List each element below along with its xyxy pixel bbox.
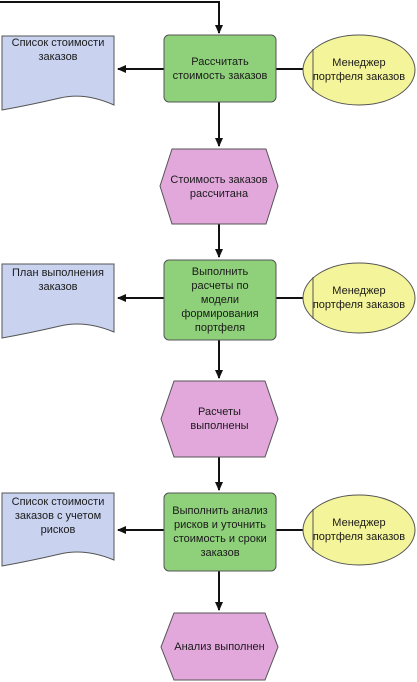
role-ellipse-1 xyxy=(302,34,416,106)
event-hexagon-1 xyxy=(159,148,279,225)
document-shape-2 xyxy=(1,263,115,339)
function-box-2 xyxy=(163,259,277,341)
incoming-connector xyxy=(0,1,223,34)
role-ellipse-3 xyxy=(302,494,416,566)
role-ellipse-2 xyxy=(302,262,416,334)
document-shape-1 xyxy=(1,35,115,111)
document-shape-3 xyxy=(1,492,115,567)
function-box-1 xyxy=(163,34,277,103)
event-hexagon-2 xyxy=(160,380,279,458)
event-hexagon-3 xyxy=(160,612,279,681)
function-box-3 xyxy=(163,492,277,572)
